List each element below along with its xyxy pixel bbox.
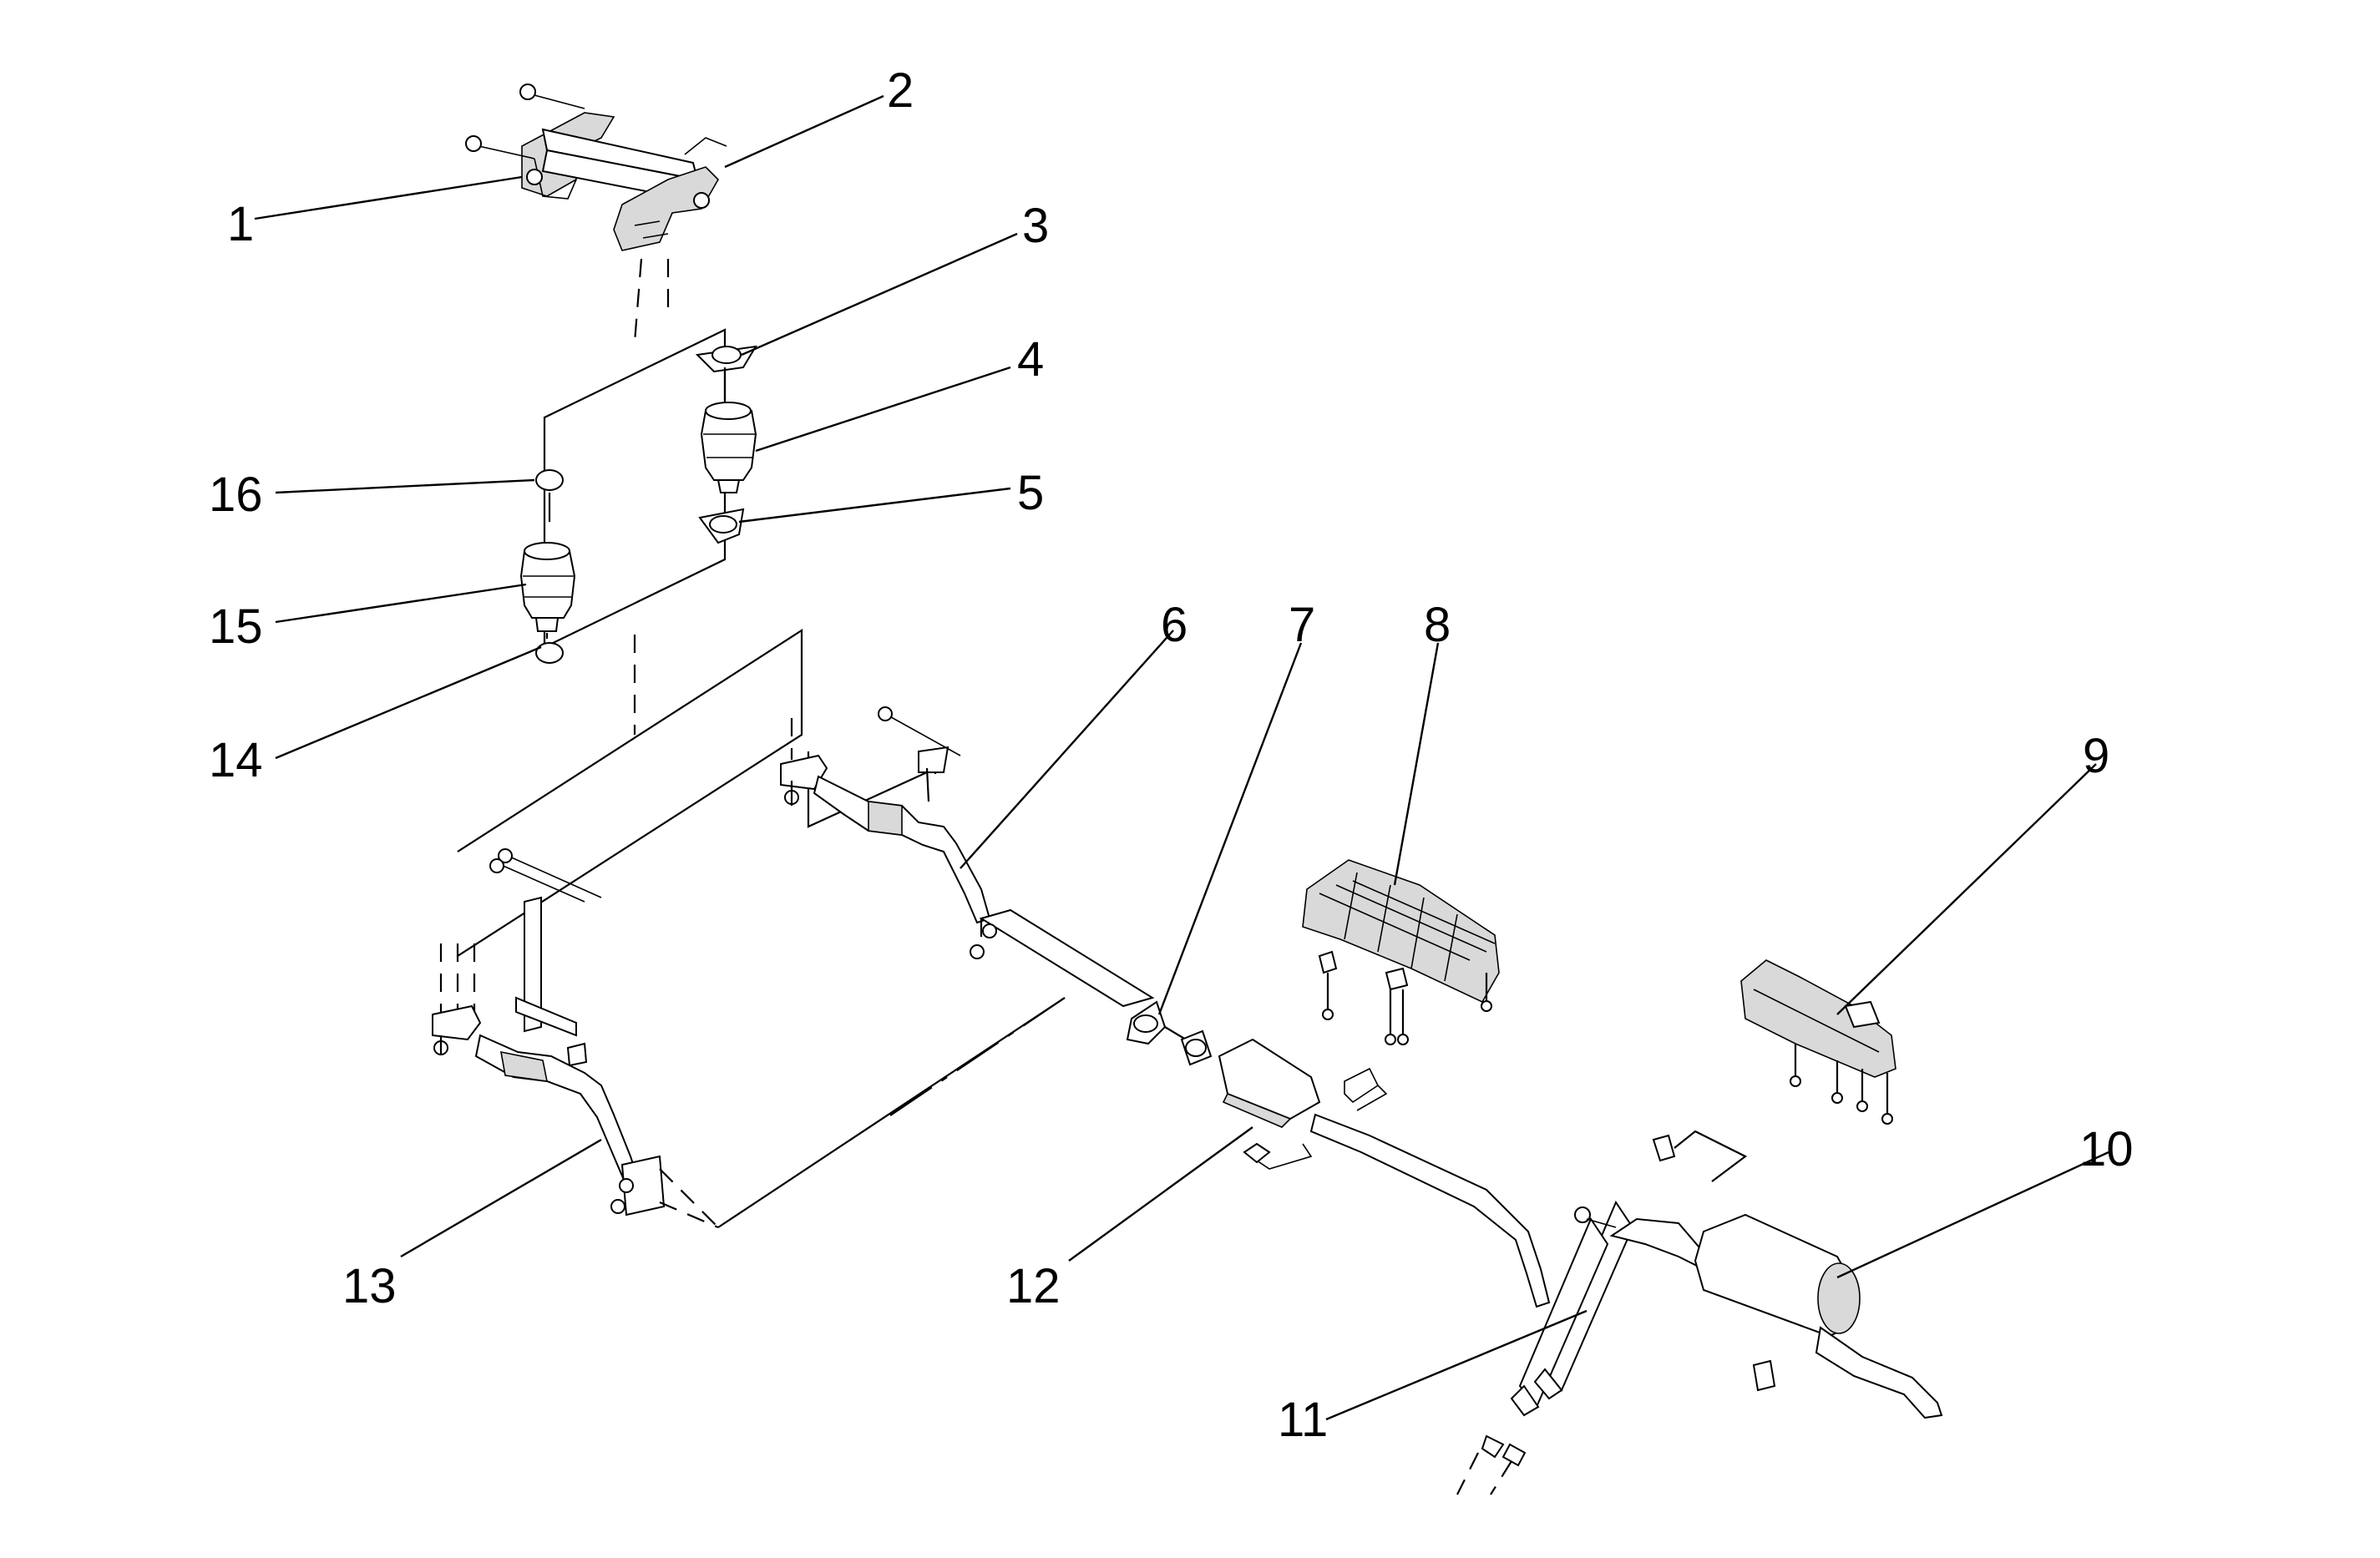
leader-lines <box>254 94 2109 1421</box>
assembly-plane-lower <box>457 628 803 957</box>
gasket-3 <box>695 345 757 373</box>
callout-labels: 1 2 3 4 5 6 7 8 9 10 11 12 13 14 15 16 <box>209 63 2134 1447</box>
manifold-assembly <box>465 83 727 251</box>
gasket-5 <box>698 508 745 544</box>
callout-3: 3 <box>1022 199 1049 253</box>
callout-12: 12 <box>1006 1259 1061 1313</box>
intermediate-muffler-12 <box>1180 1029 1551 1308</box>
callout-10: 10 <box>2079 1122 2134 1176</box>
catalytic-converter-15 <box>519 542 576 632</box>
callout-5: 5 <box>1017 466 1044 520</box>
callout-7: 7 <box>1289 598 1315 652</box>
callout-1: 1 <box>227 197 254 251</box>
callout-14: 14 <box>209 733 263 787</box>
callout-6: 6 <box>1161 598 1187 652</box>
callout-4: 4 <box>1017 332 1044 387</box>
rear-muffler-10 <box>1609 1130 1943 1419</box>
callout-15: 15 <box>209 599 263 654</box>
heat-shield-9 <box>1740 959 1896 1125</box>
gasket-16 <box>535 469 564 491</box>
catalytic-converter-4 <box>700 402 757 493</box>
callout-11: 11 <box>1278 1393 1328 1447</box>
front-pipe-6 <box>780 706 991 924</box>
callout-9: 9 <box>2083 729 2109 783</box>
front-pipe-13 <box>432 848 666 1217</box>
clamp-7 <box>1126 1000 1167 1045</box>
hanger-11 <box>1456 1200 1634 1495</box>
callout-16: 16 <box>209 468 263 522</box>
callout-13: 13 <box>342 1259 397 1313</box>
heat-shield-8 <box>1302 859 1500 1045</box>
gasket-14 <box>535 642 564 664</box>
callout-2: 2 <box>887 63 914 118</box>
callout-8: 8 <box>1424 598 1451 652</box>
